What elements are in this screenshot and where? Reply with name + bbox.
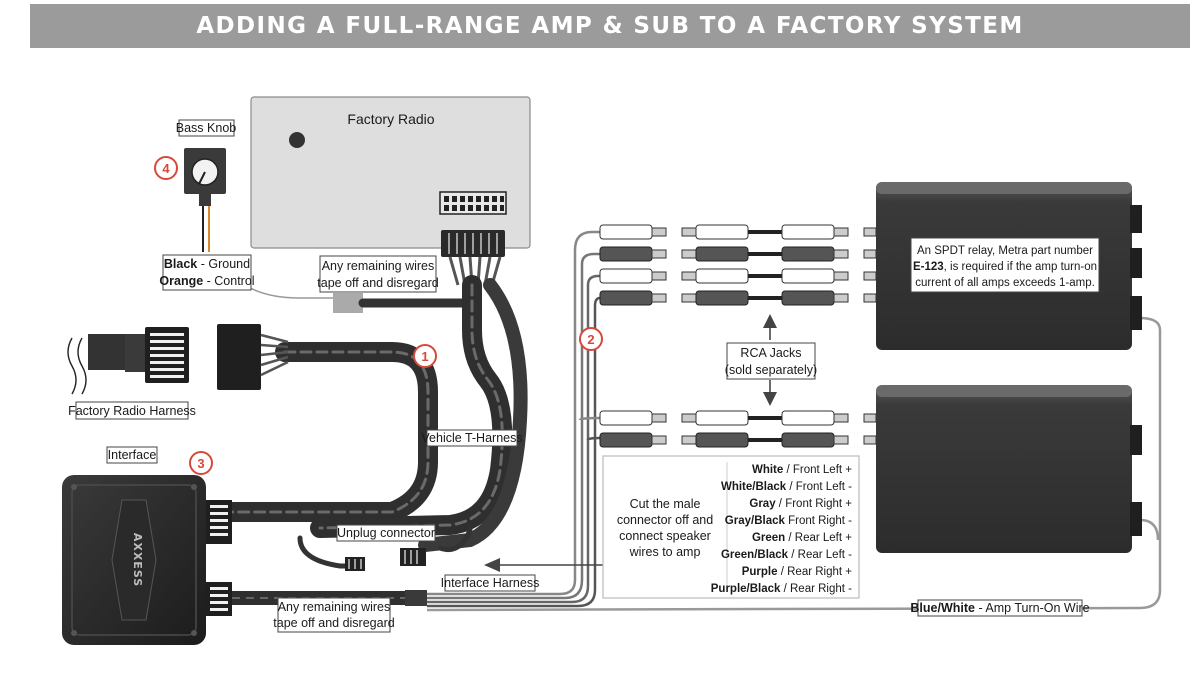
svg-text:2: 2 (587, 332, 594, 347)
speaker-wire-3: Gray / Front Right + (749, 498, 852, 510)
cut-note-line2: connector off and (617, 513, 713, 527)
remaining-top-line1: Any remaining wires (322, 259, 435, 273)
cut-note-line3: connect speaker (619, 529, 711, 543)
speaker-wire-4: Gray/Black Front Right - (725, 515, 852, 527)
ground-control-label: Black - Ground Orange - Control (159, 254, 255, 291)
control-color-text: Orange (159, 274, 203, 288)
ground-color-text: Black (164, 257, 197, 271)
interface-harness (232, 230, 1162, 612)
interface-label: Interface (108, 448, 157, 462)
factory-radio-label: Factory Radio (347, 111, 434, 127)
remaining-top-line2: tape off and disregard (317, 276, 438, 290)
speaker-wire-5: Green / Rear Left + (752, 532, 852, 544)
svg-text:4: 4 (162, 161, 170, 176)
relay-note-line2: , is required if the amp turn-on (944, 261, 1097, 273)
amplifier-top: An SPDT relay, Metra part number E-123, … (876, 182, 1142, 350)
step-3-badge: 3 (189, 451, 213, 475)
svg-text:Black - Ground: Black - Ground (164, 257, 250, 271)
unplug-connector-text: Unplug connector (337, 526, 435, 540)
ground-desc-text: - Ground (197, 257, 250, 271)
page-title: ADDING A FULL-RANGE AMP & SUB TO A FACTO… (196, 13, 1024, 39)
title-banner: ADDING A FULL-RANGE AMP & SUB TO A FACTO… (30, 4, 1190, 48)
remaining-bottom-line1: Any remaining wires (278, 600, 391, 614)
svg-text:Orange - Control: Orange - Control (159, 274, 254, 288)
step-1-badge: 1 (413, 344, 437, 368)
speaker-wire-list: White / Front Left + White/Black / Front… (711, 464, 853, 595)
speaker-wire-2: White/Black / Front Left - (721, 481, 852, 493)
remaining-wires-bottom: Any remaining wires tape off and disrega… (273, 597, 395, 633)
step-4-badge: 4 (154, 156, 178, 180)
control-desc-text: - Control (203, 274, 254, 288)
speaker-wire-7: Purple / Rear Right + (742, 566, 853, 578)
relay-note-line1: An SPDT relay, Metra part number (917, 245, 1093, 257)
factory-radio-harness: Factory Radio Harness (67, 324, 289, 420)
rca-row-5 (599, 410, 877, 426)
svg-text:Blue/White - Amp Turn-On Wire: Blue/White - Amp Turn-On Wire (910, 601, 1089, 615)
rca-cables (599, 224, 877, 448)
rca-row-1 (599, 224, 877, 240)
rca-row-3 (599, 268, 877, 284)
vehicle-t-harness (212, 275, 528, 569)
interface-harness-label: Interface Harness (441, 574, 540, 592)
factory-harness-label: Factory Radio Harness (68, 404, 196, 418)
rca-row-4 (599, 290, 877, 306)
remaining-bottom-line2: tape off and disregard (273, 616, 394, 630)
cut-note-arrow (484, 558, 603, 572)
arrow-down-icon (763, 392, 777, 406)
rca-label-line1: RCA Jacks (740, 346, 801, 360)
rca-row-6 (599, 432, 877, 448)
rca-label-line2: (sold separately) (725, 363, 817, 377)
unplug-connector-label: Unplug connector (336, 524, 436, 571)
svg-text:1: 1 (421, 349, 428, 364)
speaker-wire-1: White / Front Left + (752, 464, 852, 476)
rca-jacks-callout: RCA Jacks (sold separately) (725, 314, 817, 406)
cut-note-line1: Cut the male (630, 497, 701, 511)
cut-note-line4: wires to amp (629, 545, 701, 559)
rca-row-2 (599, 246, 877, 262)
vehicle-t-harness-label: Vehicle T-Harness (421, 429, 523, 447)
bass-knob (184, 148, 340, 299)
factory-radio: Factory Radio (250, 96, 531, 249)
turn-on-desc-text: - Amp Turn-On Wire (975, 601, 1090, 615)
interface-brand: AXXESS (131, 533, 144, 587)
bass-knob-label-box: Bass Knob (176, 119, 237, 137)
bass-knob-label: Bass Knob (176, 121, 237, 135)
arrow-up-icon (763, 314, 777, 328)
amplifier-bottom (876, 385, 1142, 553)
turn-on-wire-label: Blue/White - Amp Turn-On Wire (910, 599, 1090, 617)
turn-on-color-text: Blue/White (910, 601, 975, 615)
vehicle-t-harness-text: Vehicle T-Harness (421, 431, 522, 445)
svg-text:3: 3 (197, 456, 204, 471)
step-2-badge: 2 (579, 327, 603, 351)
remaining-wires-top: Any remaining wires tape off and disrega… (317, 255, 473, 313)
cut-connector-note: Cut the male connector off and connect s… (602, 455, 860, 599)
relay-part-number: E-123 (913, 261, 944, 273)
speaker-wire-8: Purple/Black / Rear Right - (711, 583, 852, 595)
speaker-wire-6: Green/Black / Rear Left - (721, 549, 852, 561)
svg-text:E-123, is required if the amp: E-123, is required if the amp turn-on (913, 261, 1097, 273)
interface-harness-text: Interface Harness (441, 576, 540, 590)
interface-module: AXXESS Interface (62, 446, 232, 645)
relay-note-line3: current of all amps exceeds 1-amp. (915, 277, 1095, 289)
